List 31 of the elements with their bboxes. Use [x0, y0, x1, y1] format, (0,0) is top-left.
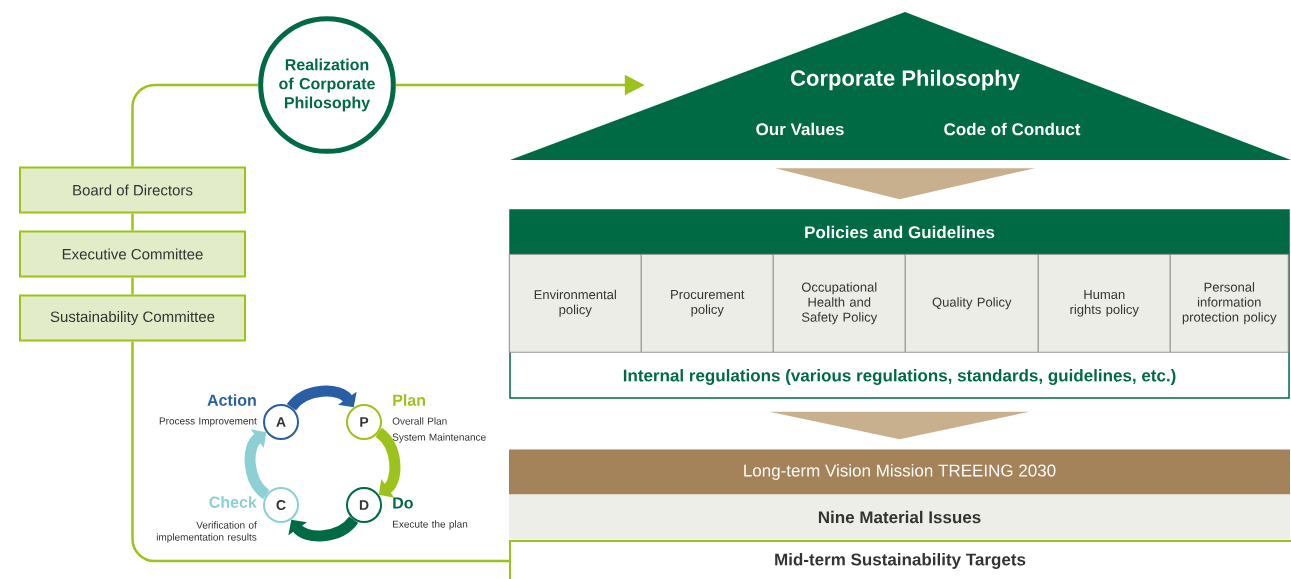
policy-cell: Human rights policy [1037, 253, 1171, 353]
phase-description: System Maintenance [392, 433, 486, 443]
committee-box: Executive Committee [19, 230, 246, 278]
connector-line [131, 341, 511, 563]
connector-line [131, 213, 134, 231]
committee-box: Board of Directors [19, 166, 246, 214]
phase-name: Do [393, 497, 413, 509]
phase-name: Check [209, 496, 257, 508]
phase-description: Process Improvement [159, 417, 257, 427]
policy-cell: Occupational Health and Safety Policy [772, 253, 906, 353]
policy-cell: Personal information protection policy [1169, 253, 1289, 353]
band: Long-term Vision Mission TREEING 2030 [509, 449, 1290, 495]
phase-name: Plan [393, 394, 425, 406]
subtitle: Our Values [756, 122, 844, 136]
policy-cell: Quality Policy [904, 253, 1039, 353]
regulations-text: Internal regulations (various regulations, standards, guidelines, etc.) [623, 369, 1176, 385]
phase-description: Execute the plan [393, 520, 468, 530]
subtitle: Code of Conduct [944, 122, 1081, 136]
policy-cell: Environmental policy [508, 253, 642, 353]
chevron [775, 168, 1035, 200]
committee-box: Sustainability Committee [19, 294, 246, 342]
phase-description: Verification of implementation results [156, 521, 257, 543]
connector-line [131, 277, 134, 295]
phase-name: Action [207, 394, 256, 406]
policy-cell: Procurement policy [640, 253, 774, 353]
target-band: Mid-term Sustainability Targets [509, 540, 1291, 579]
title: Corporate Philosophy [791, 69, 1020, 91]
phase-description: Overall Plan [392, 417, 447, 425]
band: Nine Material Issues [509, 494, 1290, 540]
table-header: Policies and Guidelines [510, 210, 1289, 255]
connector-line [131, 83, 259, 167]
